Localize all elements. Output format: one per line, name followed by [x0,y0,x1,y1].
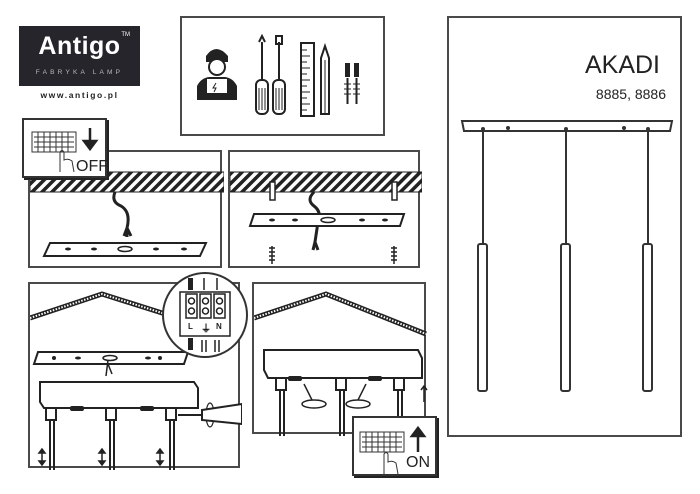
canopy-box [39,381,199,409]
brand-logo: Antigo TM FABRYKA LAMP [19,26,140,86]
product-model-codes: 8885, 8886 [595,86,666,102]
roof-line [30,291,179,321]
brand-tagline: FABRYKA LAMP [35,69,124,76]
pencil-icon [320,42,330,115]
brand-name: Antigo [38,32,121,60]
wall-plug-screw-icon [344,63,360,104]
step-2-panel [228,150,422,268]
ruler-icon [300,42,315,117]
hand-icon [59,150,75,173]
power-off-switch-panel: OFF [22,118,108,178]
arrow-up-icon [409,425,427,452]
trademark-mark: TM [121,32,130,38]
cable-icon [112,191,133,237]
arrow-down-icon [81,128,99,152]
flat-screwdriver-icon [272,35,286,115]
terminal-label-l: L [188,322,193,331]
circuit-breaker-icon [359,431,405,453]
terminal-label-ground: ⏚ [201,324,211,335]
hand-icon [383,452,399,475]
product-panel: AKADI 8885, 8886 [447,16,682,437]
power-on-switch-panel: ON [352,416,437,476]
arrow-up-small-icon [420,384,428,402]
phillips-screwdriver-icon [255,33,269,115]
wall-plug-icon [269,181,398,201]
adjust-height-icon [37,447,165,467]
terminal-block-detail: L ⏚ N [162,272,248,358]
product-title: AKADI [584,51,660,79]
brand-url: www.antigo.pl [40,90,119,100]
terminal-label-n: N [216,322,222,331]
screw-icon [269,246,397,264]
power-on-label: ON [406,454,430,471]
step-3-panel [28,282,242,470]
rotate-arrow-icon [301,383,371,409]
screwdriver-icon [178,402,242,428]
electrician-icon [197,49,237,100]
power-off-label: OFF [76,158,108,175]
tools-panel [180,16,385,136]
pendant-lamp-illustration [460,120,674,392]
step-4-panel [252,282,428,436]
circuit-breaker-icon [31,131,77,153]
